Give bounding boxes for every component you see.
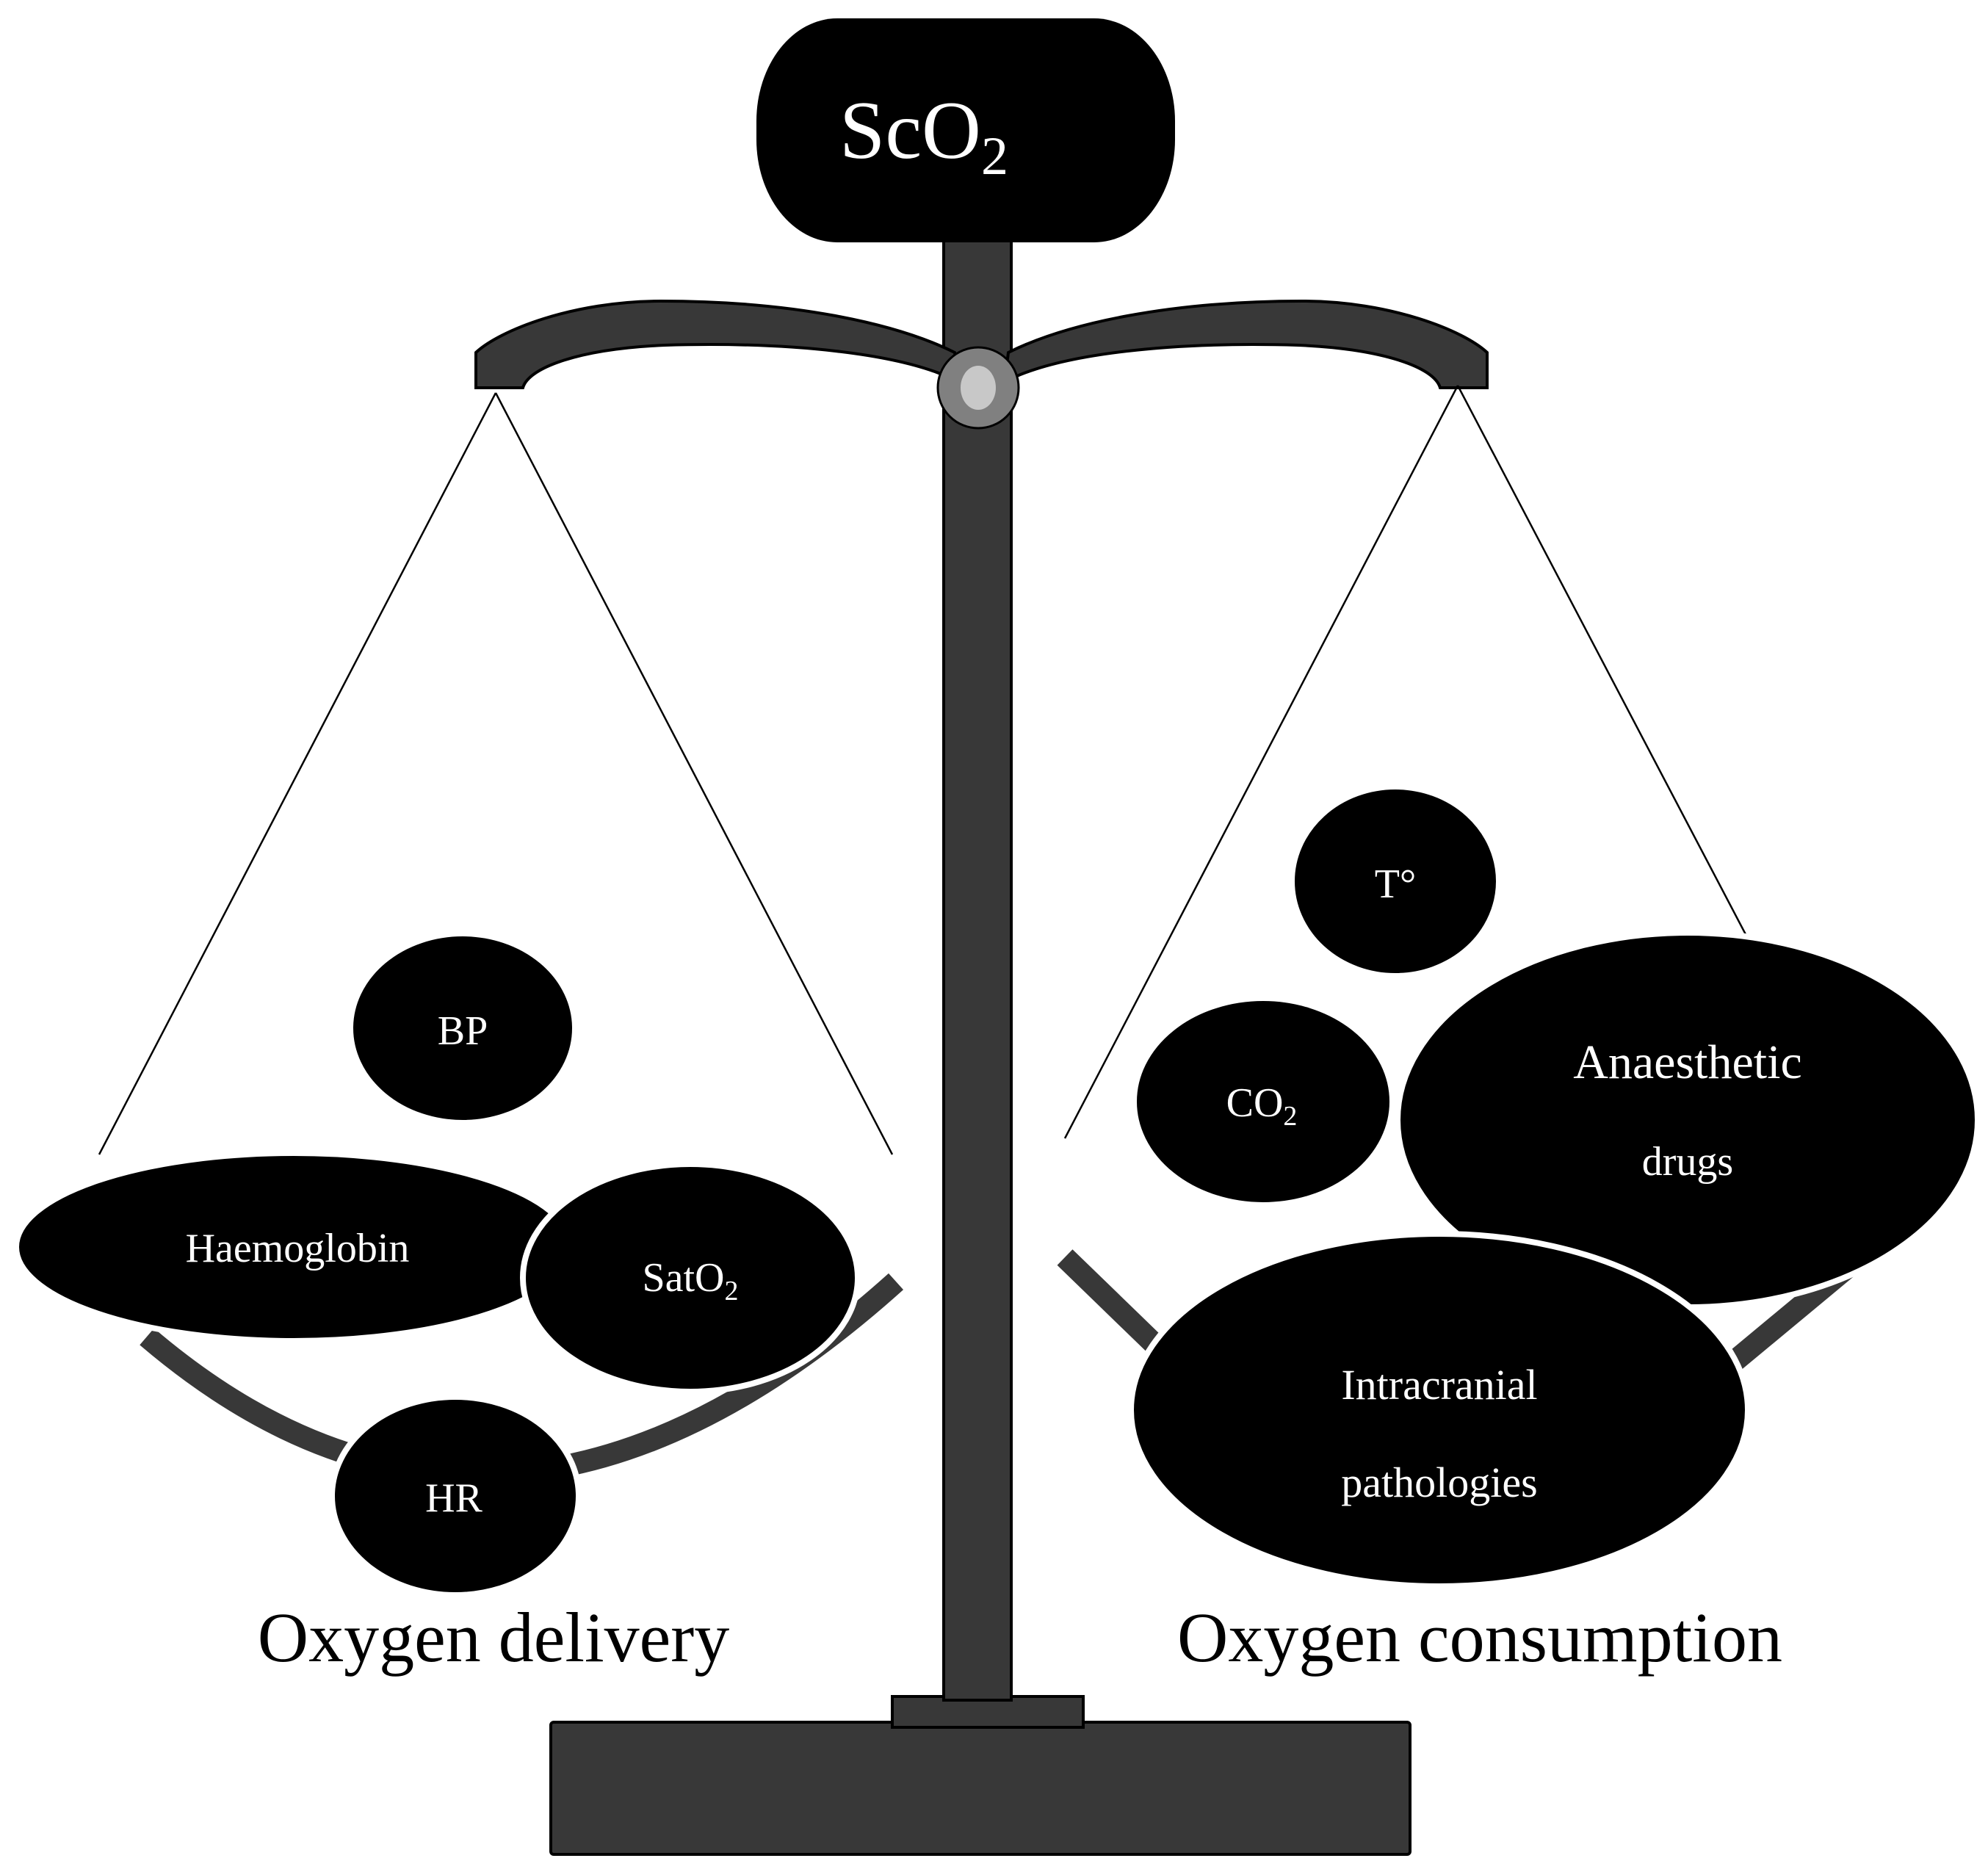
pan-strings	[98, 385, 1749, 1155]
bp-node	[349, 932, 576, 1124]
beam-right-arm	[1002, 299, 1489, 389]
oxygen-consumption-caption: Oxygen consumption	[1177, 1598, 1782, 1677]
right-pan-arm-left	[1057, 1249, 1168, 1358]
oxygen-delivery-caption: Oxygen delivery	[258, 1598, 729, 1677]
left-pan-string-outer	[98, 392, 497, 1155]
left-pan-string-inner	[494, 392, 894, 1155]
co2-node	[1132, 997, 1394, 1207]
beam-pivot-center	[961, 366, 996, 410]
anaesthetic-drugs-label-line1: Anaesthetic	[1573, 1036, 1802, 1089]
temperature-label: T°	[1375, 861, 1417, 907]
base-platform	[549, 1721, 1412, 1856]
scale-base	[549, 1695, 1412, 1856]
title-text: ScO2	[839, 85, 1008, 187]
left-pan: BP Haemoglobin SatO2 HR	[13, 932, 904, 1598]
hr-node	[329, 1394, 582, 1598]
beam-left-arm	[474, 299, 961, 389]
scale-beam	[474, 299, 1489, 430]
title-plaque: ScO2	[756, 18, 1175, 242]
anaesthetic-drugs-label-line2: drugs	[1642, 1139, 1733, 1185]
hr-label: HR	[425, 1475, 482, 1521]
title-plaque-body	[756, 18, 1175, 242]
scale-pillar	[942, 230, 1013, 1702]
right-pan: T° CO2 Anaesthetic drugs Intracranial pa…	[1057, 785, 1981, 1589]
right-pan-string-inner	[1063, 385, 1459, 1139]
bp-label: BP	[438, 1008, 488, 1054]
intracranial-pathologies-label-line1: Intracranial	[1341, 1361, 1537, 1409]
right-pan-string-outer	[1456, 385, 1749, 939]
sato2-node	[520, 1161, 861, 1395]
temperature-node	[1290, 785, 1500, 977]
intracranial-pathologies-node	[1128, 1231, 1751, 1589]
co2-label: CO2	[1226, 1080, 1298, 1132]
haemoglobin-label: Haemoglobin	[186, 1226, 410, 1271]
sato2-label: SatO2	[643, 1255, 739, 1307]
intracranial-pathologies-label-line2: pathologies	[1341, 1459, 1537, 1506]
